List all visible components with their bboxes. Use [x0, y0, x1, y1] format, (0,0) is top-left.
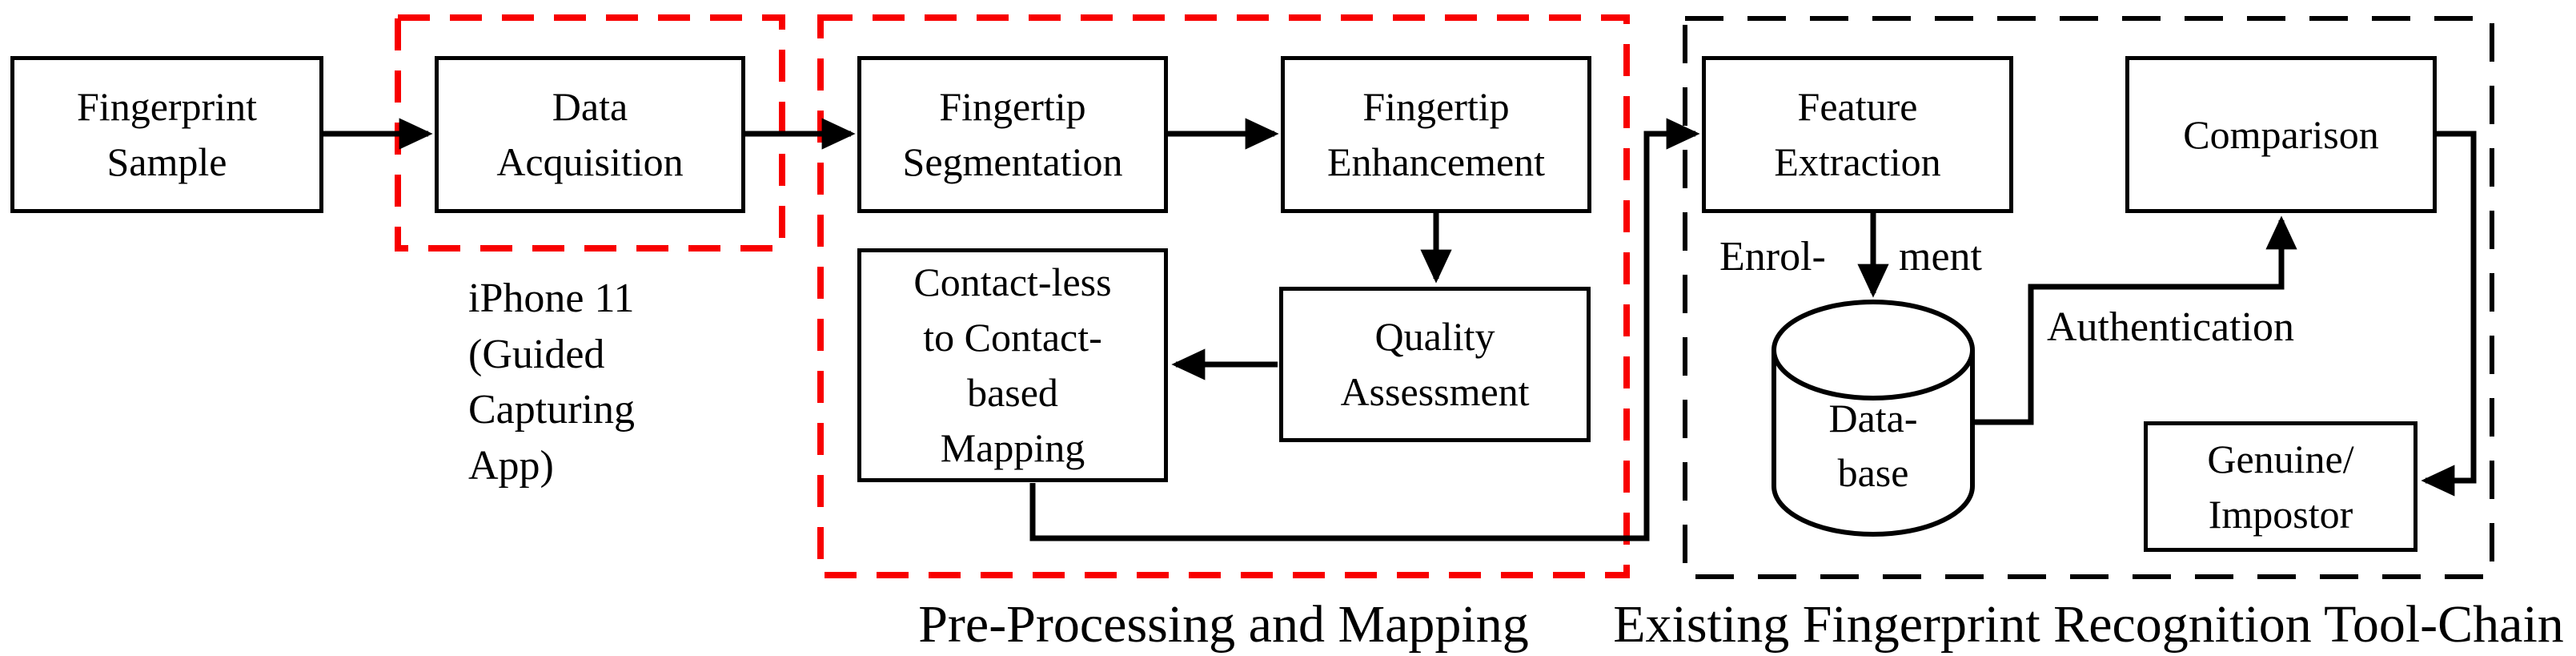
device-note-label: iPhone 11 (Guided Capturing App): [468, 276, 635, 489]
arrow-mapping-to-feature-extraction: [1029, 118, 1700, 541]
node-genuine-impostor: Genuine/ Impostor: [2144, 421, 2418, 552]
enrolment-label-left: Enrol-: [1719, 234, 1826, 280]
database-icon: [1772, 300, 1975, 537]
preprocessing-group-frame: [817, 14, 1630, 578]
authentication-label: Authentication: [2047, 304, 2295, 350]
node-fingertip-segmentation: Fingertip Segmentation: [857, 56, 1168, 213]
caption-toolchain-group: Existing Fingerprint Recognition Tool-Ch…: [1613, 595, 2564, 654]
database-label: Data- base: [1828, 396, 1918, 495]
node-data-acquisition: Data Acquisition: [435, 56, 745, 213]
node-quality-assessment: Quality Assessment: [1279, 287, 1591, 442]
enrolment-label-right: ment: [1899, 234, 1982, 280]
node-feature-extraction: Feature Extraction: [1702, 56, 2013, 213]
node-fingertip-enhancement: Fingertip Enhancement: [1281, 56, 1591, 213]
arrow-comparison-to-genuine-impostor: [2421, 131, 2477, 497]
node-fingerprint-sample: Fingerprint Sample: [10, 56, 323, 213]
node-contactless-to-contact-mapping: Contact-less to Contact- based Mapping: [857, 248, 1168, 482]
toolchain-group-frame: [1683, 16, 2494, 579]
node-comparison: Comparison: [2125, 56, 2437, 213]
caption-preprocessing-group: Pre-Processing and Mapping: [918, 595, 1529, 654]
arrow-database-to-comparison: [1972, 215, 2297, 425]
